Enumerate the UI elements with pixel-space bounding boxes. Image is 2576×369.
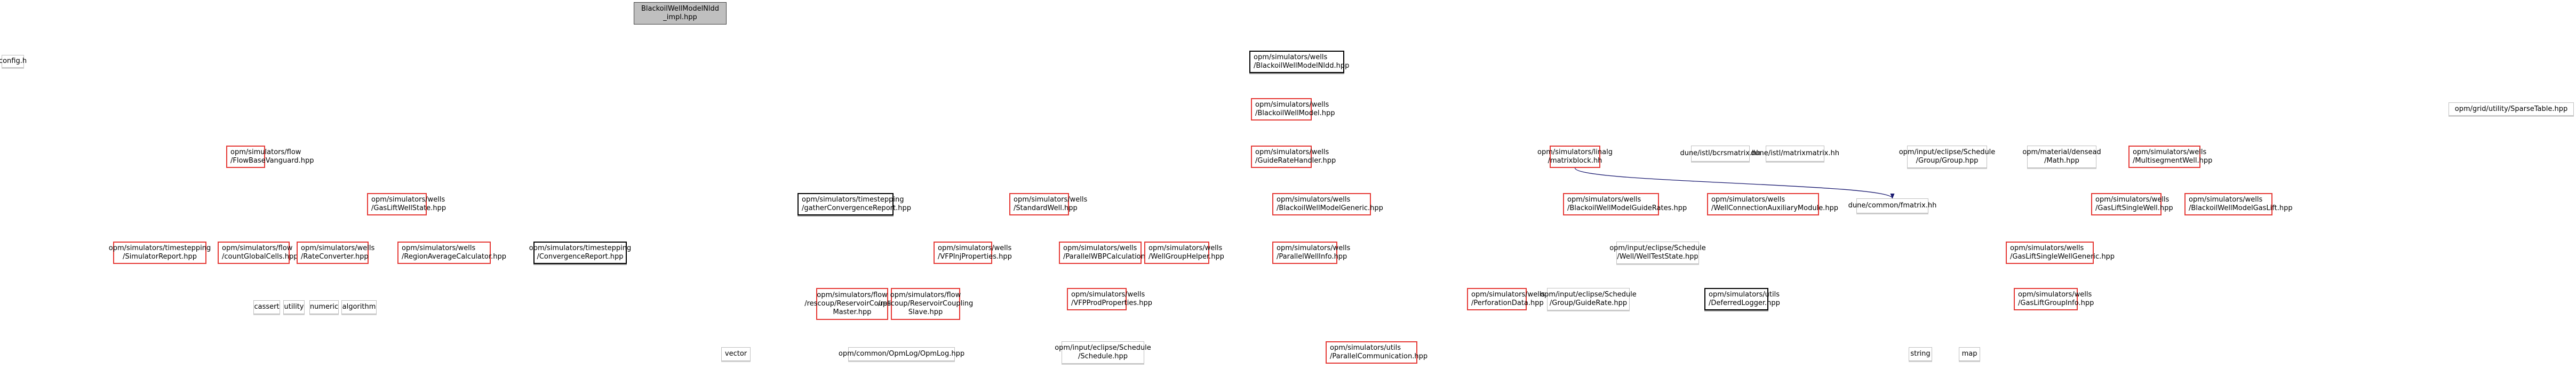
node-blackoil-well-model-nldd[interactable]: opm/simulators/wells /BlackoilWellModelN…	[1249, 51, 1349, 73]
node-deferred-logger[interactable]: opm/simulators/utils /DeferredLogger.hpp	[1704, 288, 1780, 310]
node-sparse-table[interactable]: opm/grid/utility/SparseTable.hpp	[2449, 102, 2574, 116]
node-convergence-report[interactable]: opm/simulators/timestepping /Convergence…	[529, 242, 631, 264]
node-well-connection-aux-module[interactable]: opm/simulators/wells /WellConnectionAuxi…	[1707, 193, 1838, 215]
node-gaslift-single-well[interactable]: opm/simulators/wells /GasLiftSingleWell.…	[2091, 193, 2173, 215]
edge-matrixblock-to-fmatrix	[1574, 167, 1895, 199]
node-perforation-data[interactable]: opm/simulators/wells /PerforationData.hp…	[1467, 288, 1545, 310]
node-root-nldd-impl[interactable]: BlackoilWellModelNldd _impl.hpp	[634, 2, 727, 25]
node-blackoil-well-model[interactable]: opm/simulators/wells /BlackoilWellModel.…	[1251, 98, 1335, 121]
node-gaslift-well-state[interactable]: opm/simulators/wells /GasLiftWellState.h…	[367, 193, 446, 215]
node-gather-convergence-report[interactable]: opm/simulators/timestepping /gatherConve…	[797, 193, 911, 215]
node-reservoir-coupling-master[interactable]: opm/simulators/flow /rescoup/ReservoirCo…	[804, 288, 900, 320]
node-vfp-inj-properties[interactable]: opm/simulators/wells /VFPInjProperties.h…	[934, 242, 1012, 264]
node-guide-rate-handler[interactable]: opm/simulators/wells /GuideRateHandler.h…	[1251, 146, 1336, 168]
node-reservoir-coupling-slave[interactable]: opm/simulators/flow /rescoup/ReservoirCo…	[878, 288, 973, 320]
node-matrixblock[interactable]: opm/simulators/linalg /matrixblock.hh	[1537, 146, 1613, 168]
node-multisegment-well[interactable]: opm/simulators/wells /MultisegmentWell.h…	[2128, 146, 2212, 168]
node-string[interactable]: string	[1909, 347, 1932, 361]
node-matrixmatrix[interactable]: dune/istl/matrixmatrix.hh	[1751, 146, 1839, 162]
node-cassert[interactable]: cassert	[253, 300, 280, 314]
node-simulator-report[interactable]: opm/simulators/timestepping /SimulatorRe…	[109, 242, 211, 264]
node-well-group-helper[interactable]: opm/simulators/wells /WellGroupHelper.hp…	[1144, 242, 1224, 264]
node-opmlog[interactable]: opm/common/OpmLog/OpmLog.hpp	[839, 347, 964, 361]
node-blackoil-well-model-guide-rates[interactable]: opm/simulators/wells /BlackoilWellModelG…	[1563, 193, 1687, 215]
node-bcrsmatrix[interactable]: dune/istl/bcrsmatrix.hh	[1680, 146, 1761, 162]
node-numeric[interactable]: numeric	[309, 300, 339, 314]
node-gaslift-single-well-generic[interactable]: opm/simulators/wells /GasLiftSingleWellG…	[2006, 242, 2115, 264]
node-parallel-well-info[interactable]: opm/simulators/wells /ParallelWellInfo.h…	[1272, 242, 1350, 264]
node-schedule[interactable]: opm/input/eclipse/Schedule /Schedule.hpp	[1055, 341, 1151, 364]
node-math[interactable]: opm/material/densead /Math.hpp	[2022, 146, 2101, 168]
node-flow-base-vanguard[interactable]: opm/simulators/flow /FlowBaseVanguard.hp…	[226, 146, 314, 168]
node-fmatrix[interactable]: dune/common/fmatrix.hh	[1848, 198, 1936, 213]
node-well-test-state[interactable]: opm/input/eclipse/Schedule /Well/WellTes…	[1609, 242, 1706, 264]
node-rate-converter[interactable]: opm/simulators/wells /RateConverter.hpp	[297, 242, 374, 264]
node-utility[interactable]: utility	[283, 300, 305, 314]
node-blackoil-well-model-gaslift[interactable]: opm/simulators/wells /BlackoilWellModelG…	[2184, 193, 2293, 215]
node-region-average-calculator[interactable]: opm/simulators/wells /RegionAverageCalcu…	[397, 242, 506, 264]
node-blackoil-well-model-generic[interactable]: opm/simulators/wells /BlackoilWellModelG…	[1272, 193, 1383, 215]
node-vector[interactable]: vector	[721, 347, 751, 361]
node-parallel-wbp-calculation[interactable]: opm/simulators/wells /ParallelWBPCalcula…	[1059, 242, 1161, 264]
node-map[interactable]: map	[1959, 347, 1980, 361]
node-algorithm[interactable]: algorithm	[341, 300, 377, 314]
node-config-h[interactable]: config.h	[0, 55, 27, 68]
node-guide-rate[interactable]: opm/input/eclipse/Schedule /Group/GuideR…	[1540, 288, 1637, 310]
node-count-global-cells[interactable]: opm/simulators/flow /countGlobalCells.hp…	[218, 242, 298, 264]
node-vfp-prod-properties[interactable]: opm/simulators/wells /VFPProdProperties.…	[1067, 288, 1152, 310]
node-parallel-communication[interactable]: opm/simulators/utils /ParallelCommunicat…	[1326, 341, 1427, 364]
node-group[interactable]: opm/input/eclipse/Schedule /Group/Group.…	[1899, 146, 1995, 168]
node-gaslift-group-info[interactable]: opm/simulators/wells /GasLiftGroupInfo.h…	[2014, 288, 2094, 310]
node-standard-well[interactable]: opm/simulators/wells /StandardWell.hpp	[1009, 193, 1087, 215]
